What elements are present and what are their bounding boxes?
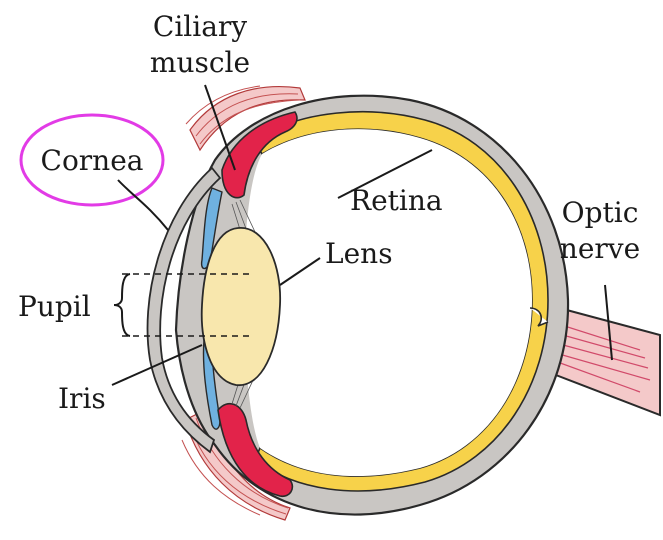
label-cornea: Cornea — [41, 144, 144, 177]
lens-structure — [202, 228, 280, 385]
label-retina: Retina — [350, 184, 443, 217]
label-ciliary-line2: muscle — [150, 46, 250, 79]
vitreous-chamber — [244, 129, 532, 476]
label-optic-line2: nerve — [560, 232, 640, 265]
label-optic-line1: Optic — [562, 196, 639, 229]
label-lens: Lens — [325, 237, 393, 270]
label-iris: Iris — [58, 382, 106, 415]
label-pupil: Pupil — [18, 290, 91, 323]
label-ciliary-line1: Ciliary — [153, 10, 247, 43]
